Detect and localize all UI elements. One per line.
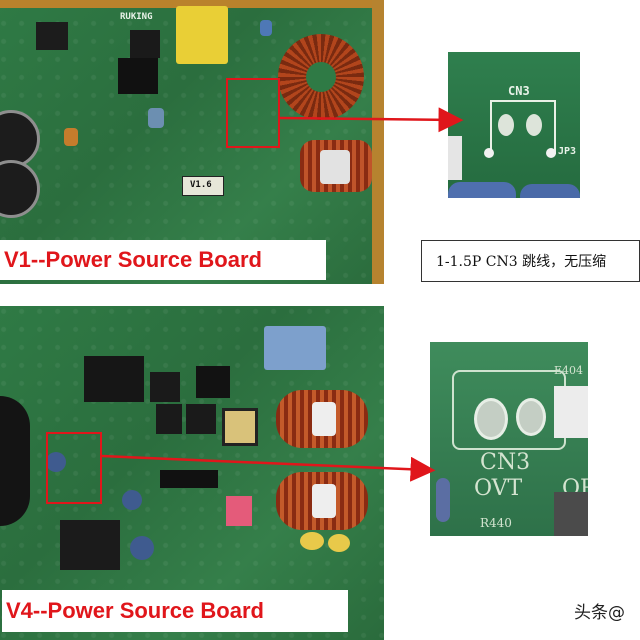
r440-label: R440 [480, 516, 512, 530]
relay [196, 366, 230, 398]
connector-outline [490, 100, 556, 154]
jp3-label: JP3 [558, 146, 577, 157]
yellow-capacitor [300, 532, 324, 550]
v1-zoom-photo: CN3 JP3 [448, 52, 580, 198]
dip-switch [226, 496, 252, 526]
cn3-label-top: CN3 [508, 84, 530, 98]
ic-chip-edge [554, 492, 588, 536]
connector-pad [516, 398, 546, 436]
blue-capacitor [520, 184, 580, 198]
relay [150, 372, 180, 402]
heatsink-block [60, 520, 120, 570]
jp3-pad-right [546, 148, 556, 158]
relay [186, 404, 216, 434]
relay [118, 58, 158, 94]
small-capacitor [148, 108, 164, 128]
brand-silkscreen: RUKING [120, 12, 153, 22]
cn3-highlight-box-top [226, 78, 280, 148]
relay [84, 356, 144, 402]
v4-board-label: V4--Power Source Board [2, 590, 348, 632]
connector-pad [474, 398, 508, 440]
board-frame-right [372, 0, 384, 284]
electrolytic-capacitor [0, 160, 40, 218]
ic-chip [160, 470, 218, 488]
white-connector-header [554, 386, 588, 438]
watermark: 头条@ [574, 603, 625, 623]
connector-pad [498, 114, 514, 136]
electrolytic-capacitor [46, 452, 66, 472]
electrolytic-capacitor [122, 490, 142, 510]
small-capacitor [260, 20, 272, 36]
chip-label: V1.6 [190, 180, 212, 190]
yellow-capacitor [328, 534, 350, 552]
ovt-label: OVT [474, 476, 523, 501]
board-frame-edge [0, 0, 384, 8]
v4-board-photo: V4--Power Source Board [0, 306, 384, 640]
blue-x-capacitor [264, 326, 326, 370]
v4-zoom-photo: E404 CN3 OVT OP R440 [430, 342, 588, 536]
v1-board-label: V1--Power Source Board [0, 240, 326, 280]
white-connector-header [448, 136, 462, 180]
cn3-label-bottom: CN3 [480, 450, 531, 475]
cn3-highlight-box-bottom [46, 432, 102, 504]
connector-outline [452, 370, 566, 450]
small-capacitor [64, 128, 78, 146]
relay [156, 404, 182, 434]
e404-label: E404 [554, 364, 584, 377]
jp3-pad-left [484, 148, 494, 158]
yellow-capacitor [176, 6, 228, 64]
relay [36, 22, 68, 50]
blue-capacitor [448, 182, 516, 198]
resistor [436, 478, 450, 522]
connector-pad [526, 114, 542, 136]
caption-text: 1-1.5P CN3 跳线，无压缩 [421, 240, 640, 282]
transformer [222, 408, 258, 446]
toroid-core [306, 62, 336, 92]
electrolytic-capacitor [130, 536, 154, 560]
choke-coil-core [320, 150, 350, 184]
ic-chip [182, 176, 224, 196]
toroid-core [312, 402, 336, 436]
relay [130, 30, 160, 58]
v1-board-photo: V1.6 RUKING V1--Power Source Board [0, 0, 384, 284]
board-backdrop-left [0, 396, 30, 526]
toroid-core [312, 484, 336, 518]
